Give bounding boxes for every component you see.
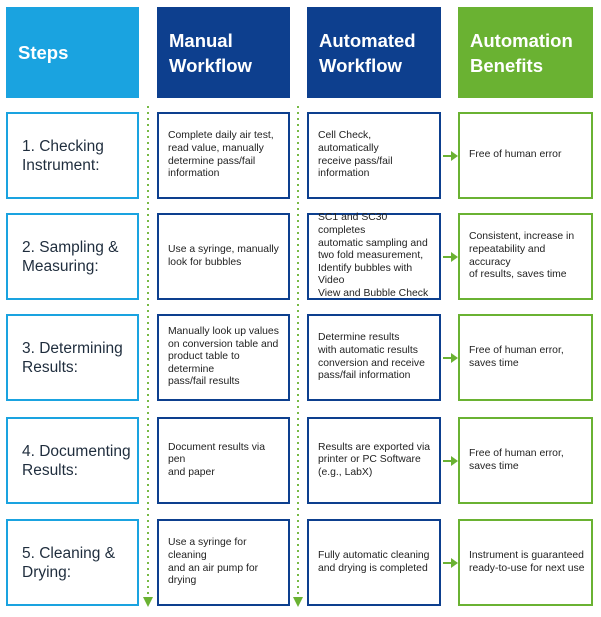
row1-benefit-arrowhead [451,151,458,161]
benefit-box-5: Instrument is guaranteed ready-to-use fo… [458,519,593,606]
automated-box-2: SC1 and SC30 completes automatic samplin… [307,212,441,300]
automated-box-3: Determine results with automatic results… [307,314,441,401]
benefit-text-3: Free of human error, saves time [469,344,564,369]
row3-benefit-arrowhead [451,353,458,363]
step-label-5: 5. Cleaning & Drying: [22,544,116,581]
header-steps: Steps [6,7,139,98]
benefit-text-2: Consistent, increase in repeatability an… [469,231,575,281]
header-manual-workflow-label: Manual Workflow [169,29,252,76]
automated-flow-arrowhead [293,597,303,607]
benefit-box-3: Free of human error, saves time [458,314,593,401]
manual-box-3: Manually look up values on conversion ta… [157,314,290,401]
header-automated-workflow-label: Automated Workflow [319,29,416,76]
step-label-4: 4. Documenting Results: [22,442,131,479]
step-box-1: 1. Checking Instrument: [6,112,139,199]
header-automation-benefits-label: Automation Benefits [470,29,573,76]
step-box-5: 5. Cleaning & Drying: [6,519,139,606]
automated-box-5: Fully automatic cleaning and drying is c… [307,519,441,606]
automated-text-1: Cell Check, automatically receive pass/f… [318,130,393,180]
manual-box-2: Use a syringe, manually look for bubbles [157,213,290,300]
benefit-box-1: Free of human error [458,112,593,199]
benefit-text-1: Free of human error [469,149,562,161]
manual-box-5: Use a syringe for cleaning and an air pu… [157,519,290,606]
step-label-2: 2. Sampling & Measuring: [22,238,119,275]
step-label-1: 1. Checking Instrument: [22,137,104,174]
manual-text-5: Use a syringe for cleaning and an air pu… [168,537,259,587]
step-box-2: 2. Sampling & Measuring: [6,213,139,300]
benefit-box-2: Consistent, increase in repeatability an… [458,213,593,300]
manual-text-2: Use a syringe, manually look for bubbles [168,243,279,268]
manual-text-1: Complete daily air test, read value, man… [168,130,274,180]
manual-box-1: Complete daily air test, read value, man… [157,112,290,199]
header-automation-benefits: Automation Benefits [458,7,593,98]
step-box-3: 3. Determining Results: [6,314,139,401]
automated-text-3: Determine results with automatic results… [318,332,425,382]
row5-benefit-arrowhead [451,558,458,568]
header-manual-workflow: Manual Workflow [157,7,290,98]
header-steps-label: Steps [18,42,69,63]
manual-text-4: Document results via pen and paper [168,441,266,478]
step-label-3: 3. Determining Results: [22,339,123,376]
manual-box-4: Document results via pen and paper [157,417,290,504]
benefit-box-4: Free of human error, saves time [458,417,593,504]
step-box-4: 4. Documenting Results: [6,417,139,504]
row4-benefit-arrowhead [451,456,458,466]
automated-text-4: Results are exported via printer or PC S… [318,441,431,478]
automated-box-1: Cell Check, automatically receive pass/f… [307,112,441,199]
row2-benefit-arrowhead [451,252,458,262]
automated-box-4: Results are exported via printer or PC S… [307,417,441,504]
manual-text-3: Manually look up values on conversion ta… [168,326,279,388]
header-automated-workflow: Automated Workflow [307,7,441,98]
benefit-text-5: Instrument is guaranteed ready-to-use fo… [469,549,585,574]
automated-text-5: Fully automatic cleaning and drying is c… [318,549,430,574]
benefit-text-4: Free of human error, saves time [469,447,564,472]
manual-flow-arrowhead [143,597,153,607]
automated-text-2: SC1 and SC30 completes automatic samplin… [318,212,429,299]
